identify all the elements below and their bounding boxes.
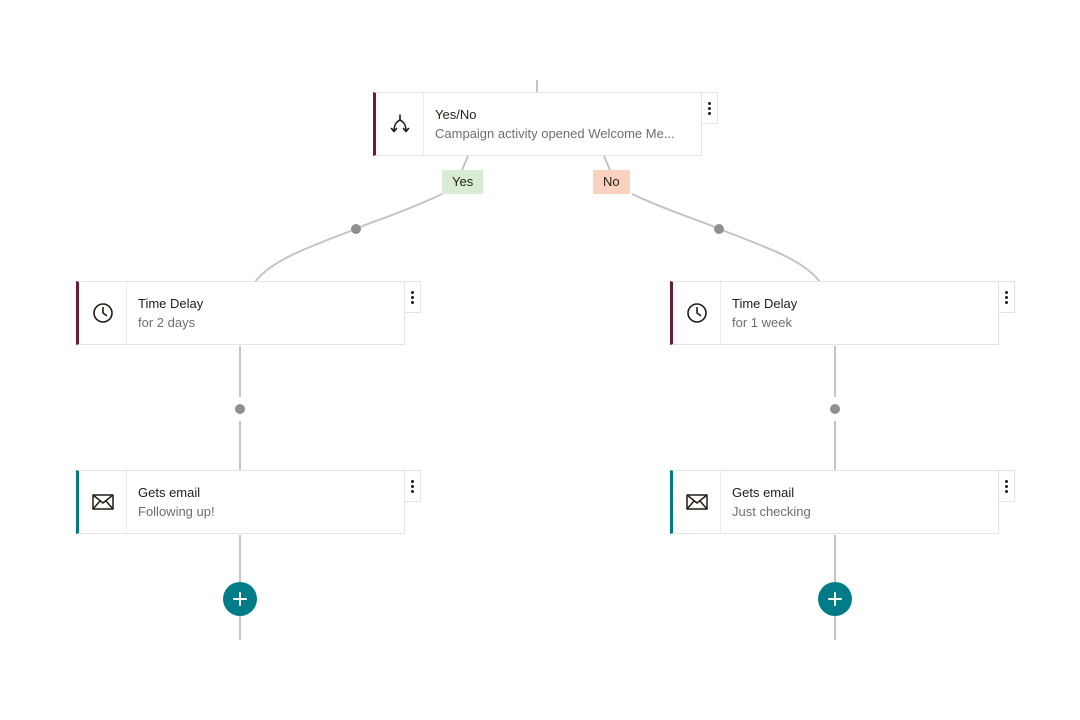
connector-dot (714, 224, 724, 234)
yes-delay-title: Time Delay (138, 295, 204, 311)
connector-dot (235, 404, 245, 414)
yes-no-split-node[interactable]: Yes/No Campaign activity opened Welcome … (373, 92, 702, 156)
split-node-menu-button[interactable] (702, 92, 718, 124)
no-delay-menu-button[interactable] (999, 281, 1015, 313)
kebab-dot (1005, 479, 1008, 483)
kebab-dot (411, 300, 414, 304)
yes-email-title: Gets email (138, 484, 201, 500)
split-node-subtitle: Campaign activity opened Welcome Me... (435, 125, 675, 141)
no-delay-subtitle: for 1 week (732, 314, 792, 330)
kebab-dot (1005, 300, 1008, 304)
yes-email-subtitle: Following up! (138, 503, 215, 519)
yes-branch-label: Yes (442, 170, 484, 194)
kebab-dot (411, 479, 414, 483)
yes-time-delay-node[interactable]: Time Delay for 2 days (76, 281, 405, 345)
envelope-icon (685, 494, 708, 510)
no-add-step-button[interactable] (818, 582, 852, 616)
kebab-dot (708, 101, 711, 105)
yes-email-node[interactable]: Gets email Following up! (76, 470, 405, 534)
kebab-dot (411, 489, 414, 493)
plus-icon (828, 592, 842, 606)
kebab-dot (1005, 484, 1008, 488)
branch-split-icon (390, 114, 409, 133)
yes-add-step-button[interactable] (223, 582, 257, 616)
split-icon-container (376, 93, 424, 155)
clock-icon-container (673, 282, 721, 344)
envelope-icon-container (79, 471, 127, 533)
kebab-dot (1005, 290, 1008, 294)
yes-delay-menu-button[interactable] (405, 281, 421, 313)
kebab-dot (411, 290, 414, 294)
clock-icon-container (79, 282, 127, 344)
envelope-icon-container (673, 471, 721, 533)
plus-icon (233, 592, 247, 606)
no-branch-label: No (593, 170, 630, 194)
no-email-title: Gets email (732, 484, 795, 500)
kebab-dot (708, 111, 711, 115)
clock-icon (92, 303, 113, 323)
connector-dot (351, 224, 361, 234)
no-email-menu-button[interactable] (999, 470, 1015, 502)
yes-delay-subtitle: for 2 days (138, 314, 196, 330)
no-email-node[interactable]: Gets email Just checking (670, 470, 999, 534)
no-time-delay-node[interactable]: Time Delay for 1 week (670, 281, 999, 345)
kebab-dot (411, 295, 414, 299)
no-email-subtitle: Just checking (732, 503, 811, 519)
kebab-dot (708, 106, 711, 110)
envelope-icon (91, 494, 114, 510)
yes-email-menu-button[interactable] (405, 470, 421, 502)
clock-icon (686, 303, 707, 323)
kebab-dot (1005, 295, 1008, 299)
split-node-title: Yes/No (435, 106, 477, 122)
kebab-dot (1005, 489, 1008, 493)
connector-dot (830, 404, 840, 414)
no-delay-title: Time Delay (732, 295, 798, 311)
kebab-dot (411, 484, 414, 488)
